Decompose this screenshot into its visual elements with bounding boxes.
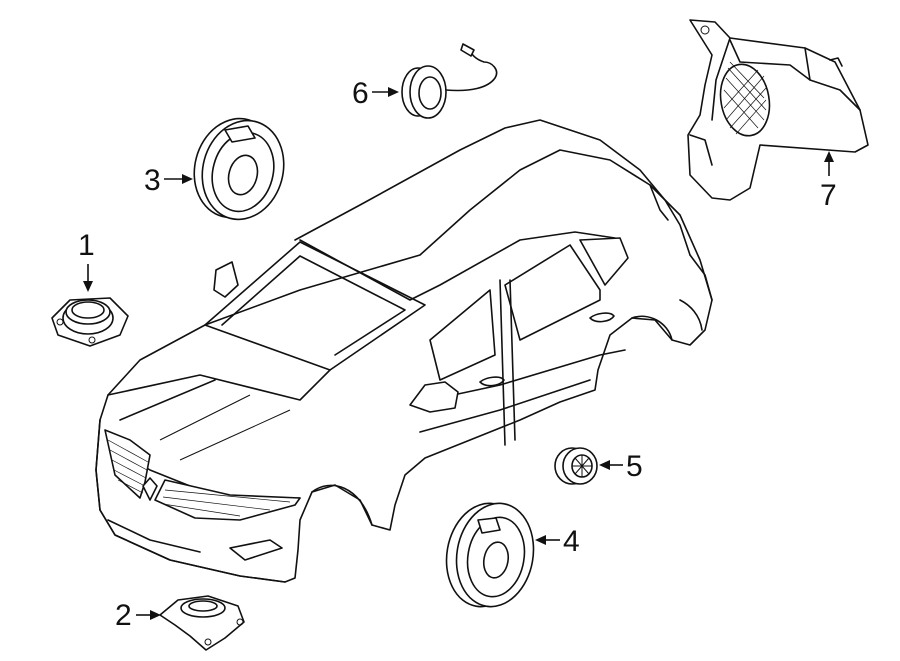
callout-number-2: 2	[115, 599, 132, 632]
speaker-2[interactable]	[159, 595, 245, 651]
vehicle-illustration	[95, 119, 713, 583]
callout-number-4: 4	[563, 525, 580, 558]
callout-number-7: 7	[820, 179, 837, 212]
speaker-4[interactable]	[439, 497, 542, 613]
callout-5: 5	[599, 450, 643, 483]
speaker-6[interactable]	[401, 43, 498, 119]
speaker-3[interactable]	[183, 109, 294, 228]
callout-number-6: 6	[352, 77, 369, 110]
speaker-1[interactable]	[51, 297, 129, 347]
callout-1: 1	[78, 229, 95, 292]
callout-6: 6	[352, 77, 399, 110]
subwoofer-7[interactable]	[687, 19, 869, 201]
callout-2: 2	[115, 599, 161, 632]
callout-number-1: 1	[78, 229, 95, 262]
callout-3: 3	[144, 164, 193, 197]
callout-number-3: 3	[144, 164, 161, 197]
callout-number-5: 5	[626, 450, 643, 483]
speaker-5[interactable]	[554, 447, 598, 485]
callout-7: 7	[820, 151, 837, 212]
callout-4: 4	[535, 525, 580, 558]
